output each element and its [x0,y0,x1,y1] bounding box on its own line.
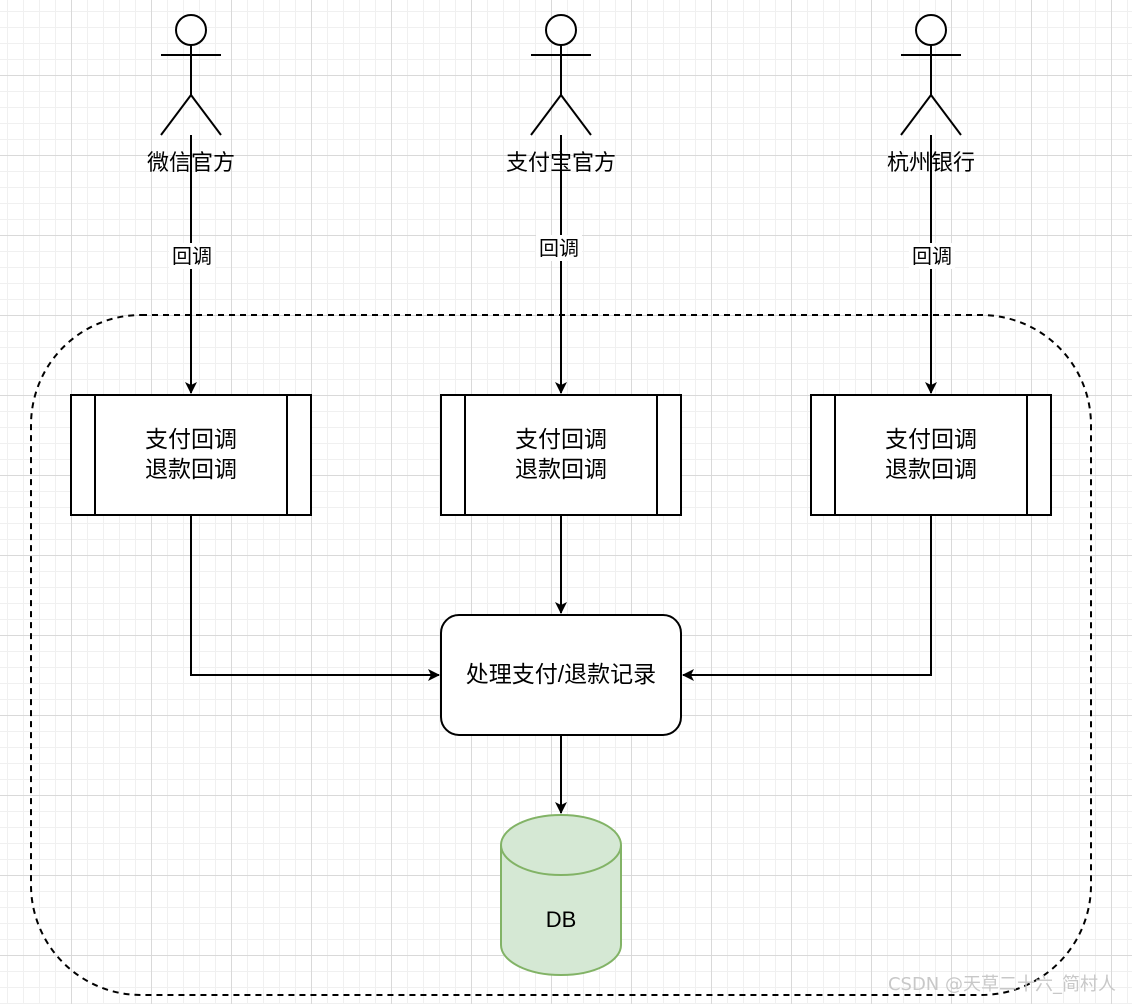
watermark: CSDN @天草二十六_简村人 [887,974,1116,995]
process-box-label: 处理支付/退款记录 [466,661,656,687]
callback-box-line1: 支付回调 [515,426,607,452]
database-label: DB [546,907,577,932]
actor-wechat [160,14,222,136]
callback-box-line1: 支付回调 [885,426,977,452]
callback-box-wechat: 支付回调 退款回调 [70,394,312,516]
edge-bank-callback-to-process [682,515,932,681]
callback-box-line2: 退款回调 [515,456,607,482]
callback-box-line2: 退款回调 [885,456,977,482]
edge-label-alipay: 回调 [539,237,579,260]
callback-box-line1: 支付回调 [145,426,237,452]
database-cylinder: DB [500,814,622,976]
actor-head [545,14,577,46]
callback-box-alipay: 支付回调 退款回调 [440,394,682,516]
actor-hangzhou-bank [900,14,962,136]
edge-label-bank: 回调 [912,245,952,268]
actor-head [175,14,207,46]
actor-alipay [530,14,592,136]
edge-label-wechat: 回调 [172,245,212,268]
callback-box-line2: 退款回调 [145,456,237,482]
process-box: 处理支付/退款记录 [440,614,682,736]
callback-box-bank: 支付回调 退款回调 [810,394,1052,516]
edge-wechat-callback-to-process [190,515,440,681]
actor-head [915,14,947,46]
